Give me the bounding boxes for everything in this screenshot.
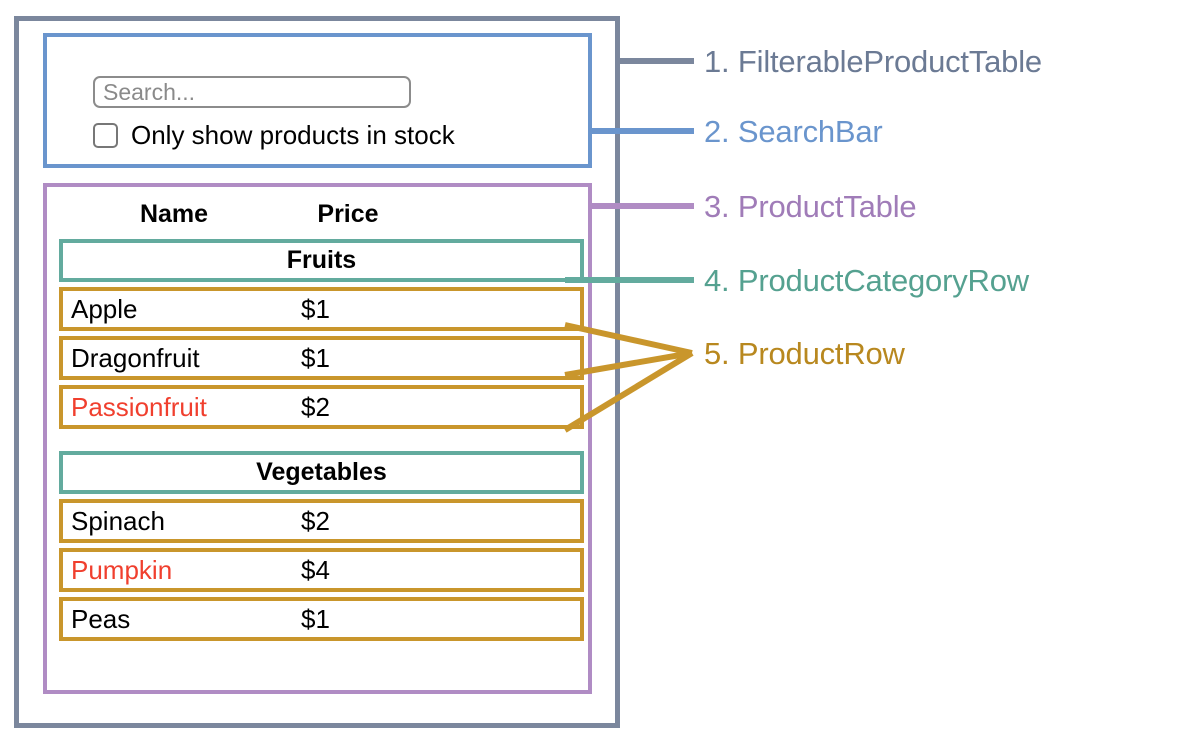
legend-item-product-row: 5. ProductRow [704, 336, 905, 372]
product-name: Spinach [71, 505, 165, 536]
product-row: Pumpkin $4 [59, 548, 584, 592]
in-stock-checkbox-label: Only show products in stock [131, 120, 455, 150]
legend-label: FilterableProductTable [737, 44, 1042, 79]
product-price: $4 [301, 554, 330, 585]
product-table-frame: Name Price Fruits Apple $1 Dragonfruit $… [43, 183, 592, 694]
search-bar-frame: Search... Only show products in stock [43, 33, 592, 168]
product-price: $2 [301, 505, 330, 536]
product-name: Apple [71, 293, 138, 324]
product-category-row: Fruits [59, 239, 584, 282]
product-price: $1 [301, 342, 330, 373]
legend-item-filterable-product-table: 1. FilterableProductTable [704, 44, 1042, 80]
legend-number: 5. [704, 336, 730, 371]
legend-number: 1. [704, 44, 730, 79]
legend-label: SearchBar [737, 114, 883, 149]
product-name: Peas [71, 603, 131, 634]
legend-item-product-table: 3. ProductTable [704, 189, 917, 225]
product-table-header-row: Name Price [59, 195, 584, 233]
legend-item-search-bar: 2. SearchBar [704, 114, 883, 150]
product-name: Passionfruit [71, 391, 207, 422]
product-category-label: Fruits [286, 246, 357, 274]
product-name: Pumpkin [71, 554, 173, 585]
column-header-name: Name [139, 199, 209, 228]
legend-label: ProductRow [737, 336, 905, 371]
product-row: Dragonfruit $1 [59, 336, 584, 380]
product-row: Spinach $2 [59, 499, 584, 543]
product-row: Apple $1 [59, 287, 584, 331]
legend-number: 2. [704, 114, 730, 149]
product-name: Dragonfruit [71, 342, 200, 373]
legend-label: ProductTable [737, 189, 917, 224]
in-stock-checkbox[interactable] [93, 123, 118, 148]
product-category-row: Vegetables [59, 451, 584, 494]
product-row: Passionfruit $2 [59, 385, 584, 429]
product-price: $1 [301, 603, 330, 634]
legend-item-product-category-row: 4. ProductCategoryRow [704, 263, 1029, 299]
product-price: $2 [301, 391, 330, 422]
legend-number: 4. [704, 263, 730, 298]
product-table-inner: Name Price Fruits Apple $1 Dragonfruit $… [59, 195, 584, 641]
product-category-label: Vegetables [256, 458, 387, 486]
product-row: Peas $1 [59, 597, 584, 641]
column-header-price: Price [317, 199, 379, 228]
product-price: $1 [301, 293, 330, 324]
legend-label: ProductCategoryRow [737, 263, 1029, 298]
in-stock-checkbox-row[interactable]: Only show products in stock [93, 120, 455, 151]
legend-number: 3. [704, 189, 730, 224]
search-input[interactable]: Search... [93, 76, 411, 108]
section-gap [59, 429, 584, 445]
